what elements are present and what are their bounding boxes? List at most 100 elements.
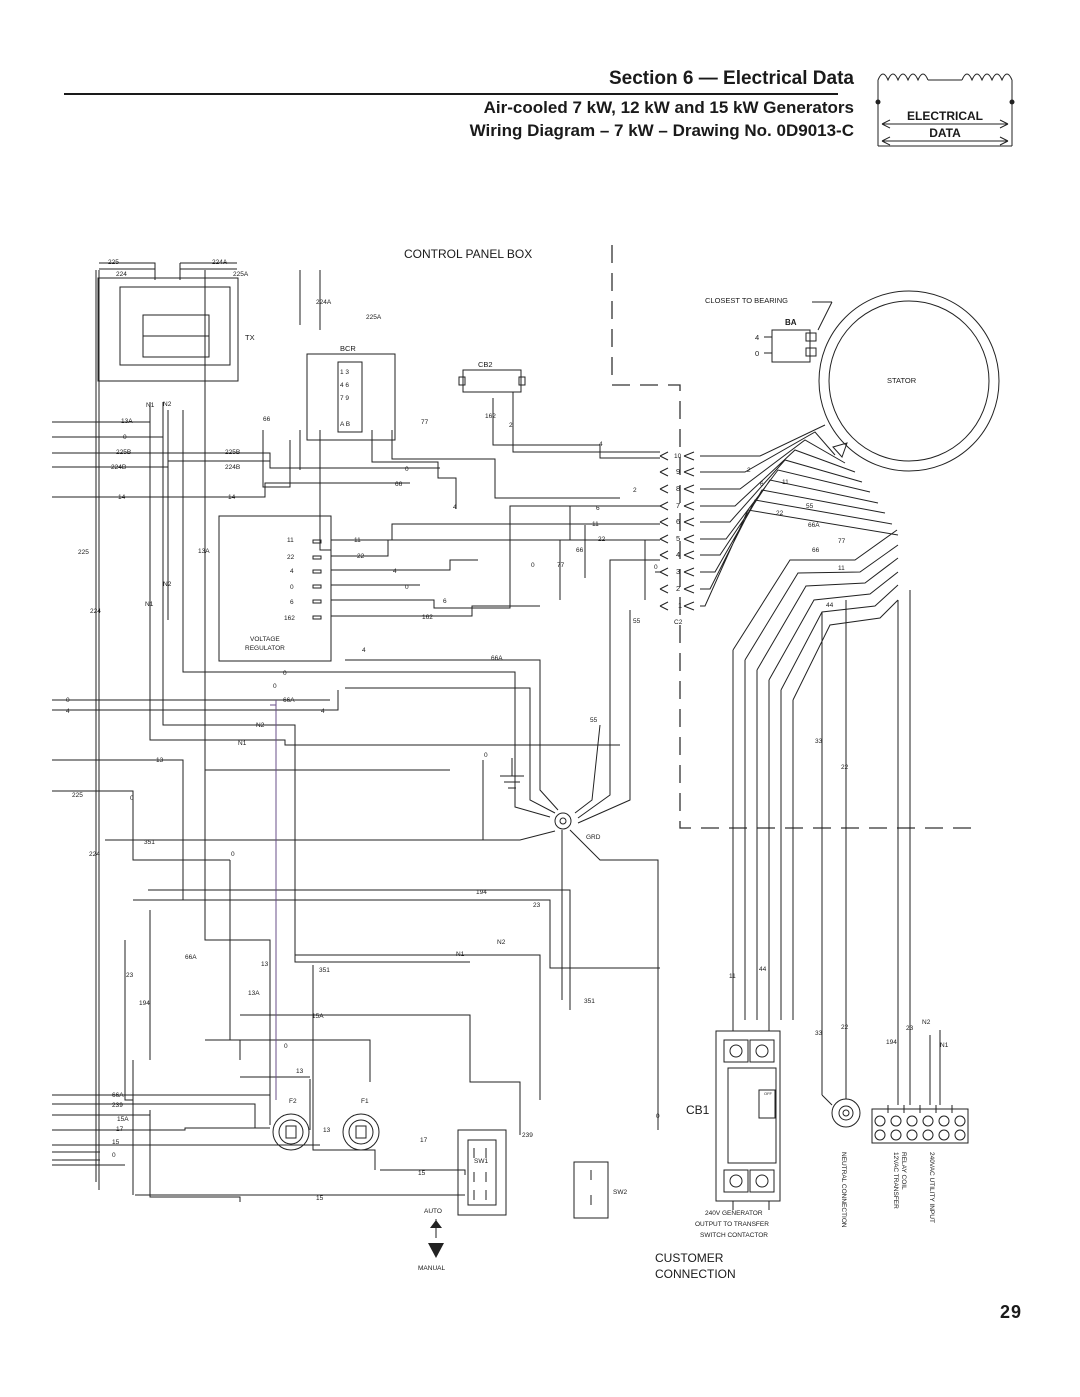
svg-text:0: 0 (123, 434, 127, 441)
svg-text:1 3: 1 3 (340, 369, 349, 376)
svg-text:194: 194 (476, 889, 487, 896)
svg-text:22: 22 (841, 764, 849, 771)
svg-text:224B: 224B (111, 464, 126, 471)
fuse-f1: F1 (342, 1098, 380, 1151)
main-wiring (52, 270, 660, 1202)
svg-text:6: 6 (290, 599, 294, 606)
svg-text:351: 351 (319, 967, 330, 974)
svg-text:55: 55 (806, 503, 814, 510)
svg-text:4: 4 (453, 504, 457, 511)
wire-labels: 13A 0 225B 224B 14 225B 224B 14 N1 N2 66… (66, 401, 949, 1202)
svg-text:N2: N2 (163, 401, 172, 408)
svg-text:66: 66 (812, 547, 820, 554)
svg-text:4: 4 (362, 647, 366, 654)
svg-text:66A: 66A (808, 522, 820, 529)
svg-text:11: 11 (782, 479, 789, 486)
svg-text:0: 0 (484, 752, 488, 759)
svg-text:224A: 224A (316, 299, 332, 306)
svg-text:194: 194 (139, 1000, 150, 1007)
stator-lead-bundle: 2 6 11 55 22 66A 77 66 11 44 33 22 (700, 424, 911, 1095)
svg-text:44: 44 (826, 602, 834, 609)
svg-text:4: 4 (393, 568, 397, 575)
ba-label: BA (785, 318, 797, 327)
svg-text:13: 13 (261, 961, 269, 968)
page-number: 29 (999, 1302, 1022, 1322)
relay-coil-label-2: RELAY COIL (900, 1152, 907, 1190)
svg-text:N2: N2 (497, 939, 506, 946)
control-panel-box-label: CONTROL PANEL BOX (404, 247, 532, 261)
header-rule (64, 93, 838, 95)
svg-text:66A: 66A (283, 697, 295, 704)
svg-text:0: 0 (405, 584, 409, 591)
svg-text:77: 77 (421, 419, 429, 426)
svg-text:225B: 225B (225, 449, 240, 456)
svg-text:5: 5 (676, 534, 680, 543)
badge-line-2: DATA (929, 126, 961, 140)
svg-text:15: 15 (418, 1170, 426, 1177)
sw1-label: SW1 (474, 1158, 488, 1165)
svg-text:66: 66 (395, 481, 403, 488)
svg-text:33: 33 (815, 1030, 823, 1037)
breaker-cb1: OFF CB1 240V GENERATOR OUTPUT TO TRANSFE… (686, 980, 781, 1239)
svg-text:N1: N1 (456, 951, 465, 958)
switch-sw1: SW1 AUTO MANUAL (418, 1129, 507, 1272)
svg-text:22: 22 (357, 553, 365, 560)
voltage-regulator: VOLTAGE REGULATOR 11 22 4 0 6 162 (218, 515, 332, 662)
svg-text:N1: N1 (145, 601, 154, 608)
customer-label-2: CONNECTION (655, 1267, 736, 1281)
svg-text:77: 77 (557, 562, 565, 569)
stator-label: STATOR (887, 376, 917, 385)
svg-text:0: 0 (273, 683, 277, 690)
svg-text:224: 224 (90, 608, 101, 615)
f1-label: F1 (361, 1098, 369, 1105)
svg-text:66: 66 (263, 416, 271, 423)
customer-label-1: CUSTOMER (655, 1251, 724, 1265)
utility-input-label: 240VAC UTILITY INPUT (928, 1152, 935, 1223)
svg-text:162: 162 (485, 413, 496, 420)
svg-text:0: 0 (755, 349, 759, 358)
cb2: CB2 (458, 360, 526, 393)
tx-label: TX (245, 333, 255, 342)
svg-text:OFF: OFF (764, 1091, 773, 1096)
svg-text:4: 4 (676, 550, 680, 559)
svg-text:351: 351 (584, 998, 595, 1005)
neutral-connection-label: NEUTRAL CONNECTION (840, 1152, 847, 1228)
grd-label: GRD (586, 834, 601, 841)
svg-text:2: 2 (509, 422, 513, 429)
svg-text:225A: 225A (366, 314, 382, 321)
svg-text:66A: 66A (185, 954, 197, 961)
svg-text:55: 55 (633, 618, 641, 625)
svg-text:15A: 15A (117, 1116, 129, 1123)
svg-text:0: 0 (405, 466, 409, 473)
subtitle-line-1: Air-cooled 7 kW, 12 kW and 15 kW Generat… (483, 98, 854, 117)
section-title: Section 6 — Electrical Data (609, 68, 854, 89)
svg-text:2: 2 (633, 487, 637, 494)
svg-text:0: 0 (66, 697, 70, 704)
svg-text:13A: 13A (248, 990, 260, 997)
svg-text:4: 4 (66, 708, 70, 715)
svg-text:224: 224 (89, 851, 100, 858)
svg-text:6: 6 (596, 505, 600, 512)
svg-text:N1: N1 (940, 1042, 949, 1049)
svg-text:224: 224 (116, 271, 127, 278)
connector-c2: 10 9 8 7 6 5 4 3 2 1 C2 (659, 451, 695, 626)
svg-text:9: 9 (676, 467, 680, 476)
svg-text:10: 10 (674, 453, 682, 460)
svg-text:6: 6 (676, 517, 680, 526)
svg-text:2: 2 (747, 467, 751, 474)
svg-text:14: 14 (228, 494, 236, 501)
closest-to-bearing-label: CLOSEST TO BEARING (705, 296, 788, 305)
ground-symbol: GRD (500, 758, 601, 841)
svg-text:77: 77 (838, 538, 846, 545)
svg-text:8: 8 (676, 484, 680, 493)
svg-text:15A: 15A (312, 1013, 324, 1020)
svg-text:22: 22 (598, 536, 606, 543)
svg-text:23: 23 (126, 972, 134, 979)
svg-text:11: 11 (287, 537, 294, 544)
svg-text:11: 11 (354, 537, 361, 544)
sw2-label: SW2 (613, 1189, 627, 1196)
f2-label: F2 (289, 1098, 297, 1105)
svg-text:239: 239 (522, 1132, 533, 1139)
svg-text:225: 225 (78, 549, 89, 556)
svg-text:225: 225 (72, 792, 83, 799)
